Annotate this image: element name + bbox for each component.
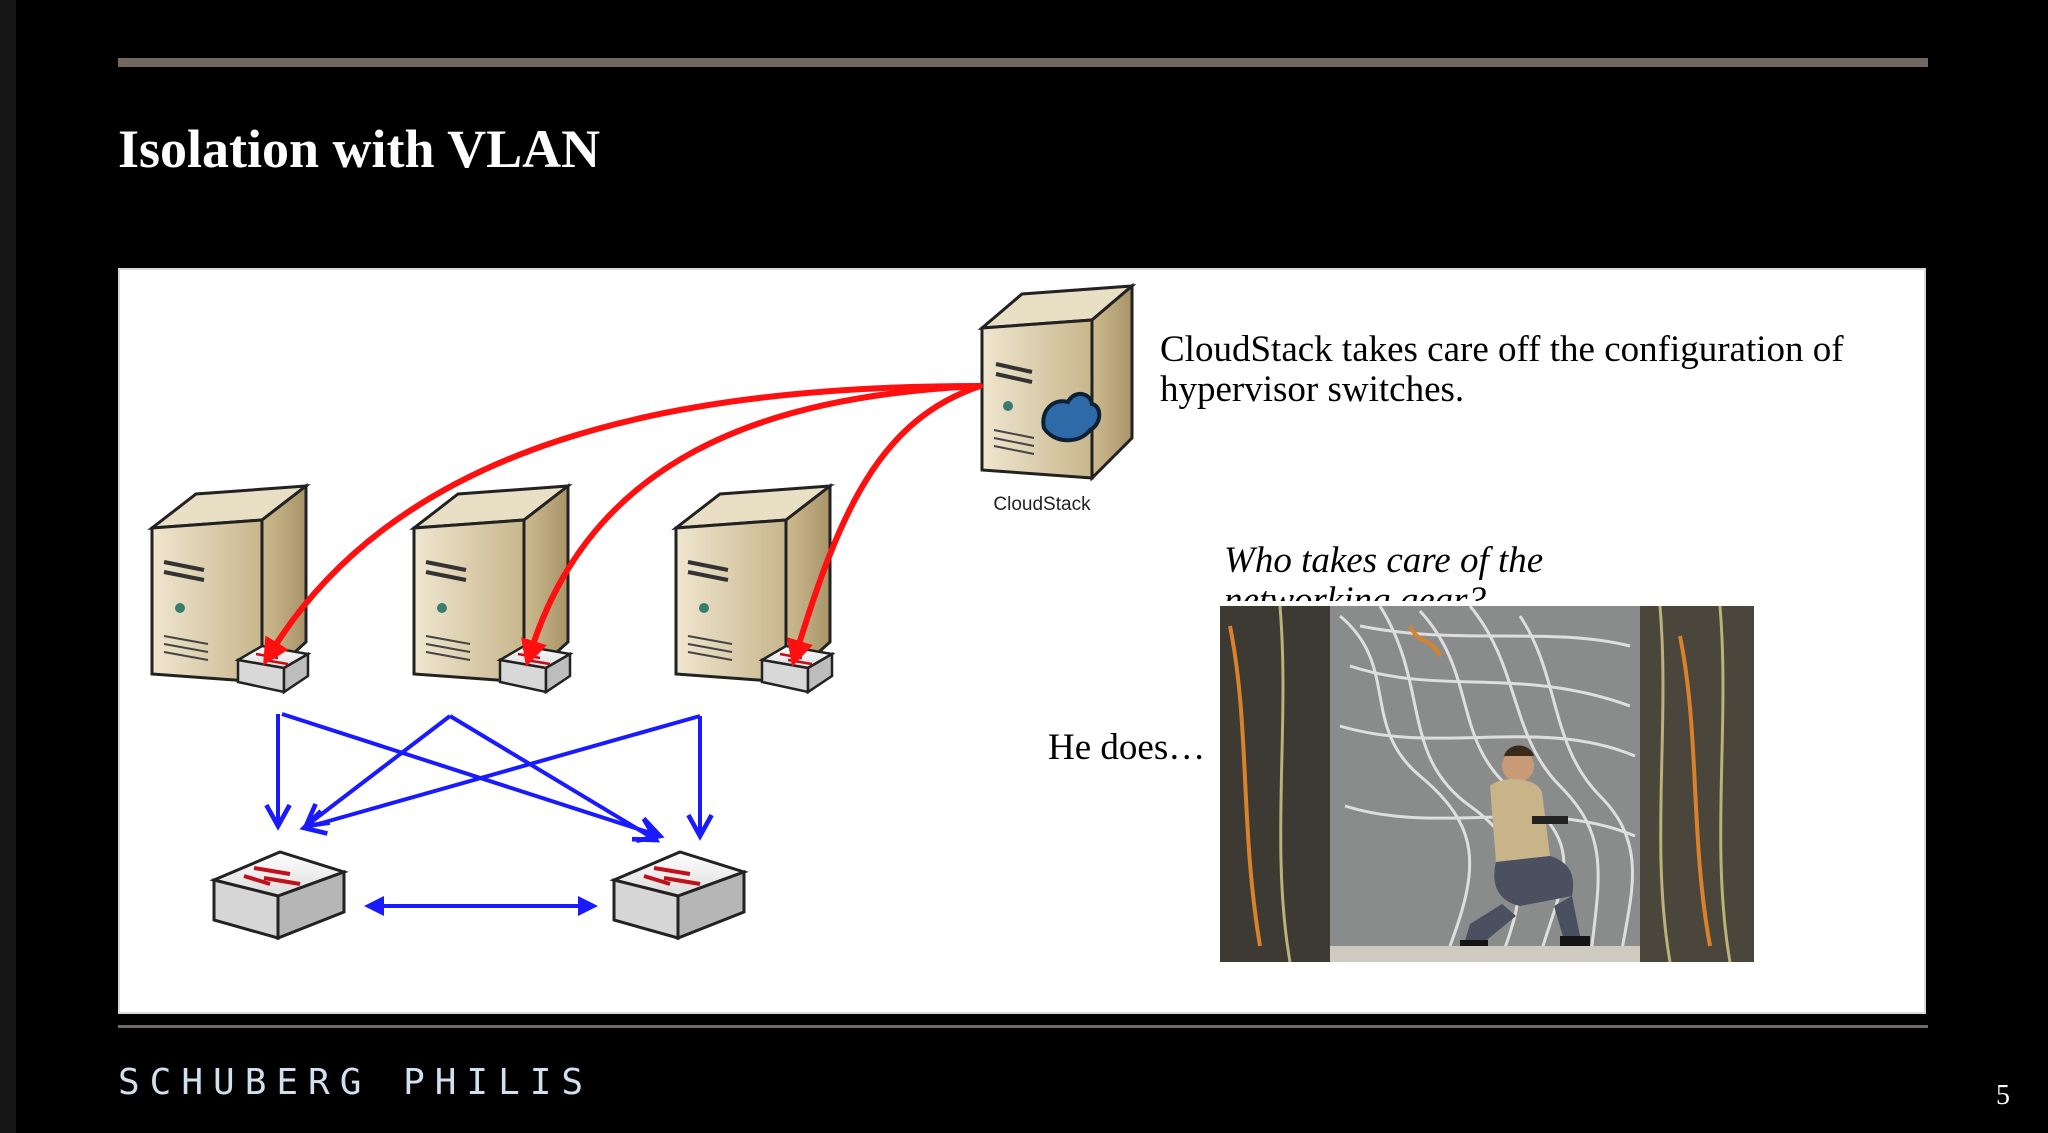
diagram-panel: CloudStack: [118, 268, 1926, 1014]
control-arrows: [262, 383, 983, 667]
link-hyp1-sw2: [281, 712, 660, 836]
network-links: [278, 712, 701, 916]
page-number: 5: [1996, 1080, 2010, 1111]
control-arrow-hypervisor-1: [262, 383, 983, 666]
bottom-divider: [118, 1025, 1928, 1028]
link-hyp2-sw1: [306, 714, 452, 826]
cloudstack-label: CloudStack: [993, 494, 1091, 515]
cloudstack-server-icon: [977, 282, 1137, 482]
network-engineer-photo: [1220, 606, 1754, 962]
network-switch-icon: [209, 850, 349, 941]
slide-left-edge: [0, 0, 16, 1133]
link-hyp2-sw2: [448, 714, 656, 840]
control-arrow-hypervisor-2: [521, 383, 983, 667]
brand-logo: SCHUBERG PHILIS: [118, 1062, 594, 1103]
hypervisor-server-icon: [147, 482, 311, 686]
person-silhouette: [1460, 745, 1590, 950]
cloudstack-description: CloudStack takes care off the configurat…: [1160, 329, 1844, 410]
virtual-switch-icon: [496, 644, 574, 695]
control-arrow-hypervisor-3: [787, 383, 983, 667]
hypervisor-server-icon: [671, 482, 835, 686]
answer-text: He does…: [1048, 727, 1206, 768]
link-hyp3-sw1: [304, 714, 701, 828]
network-diagram: CloudStack: [147, 282, 1137, 941]
top-divider: [118, 58, 1928, 67]
slide-title: Isolation with VLAN: [118, 119, 601, 179]
question-text: Who takes care of the networking gear?: [1224, 541, 1544, 601]
network-switch-icon: [609, 850, 749, 941]
